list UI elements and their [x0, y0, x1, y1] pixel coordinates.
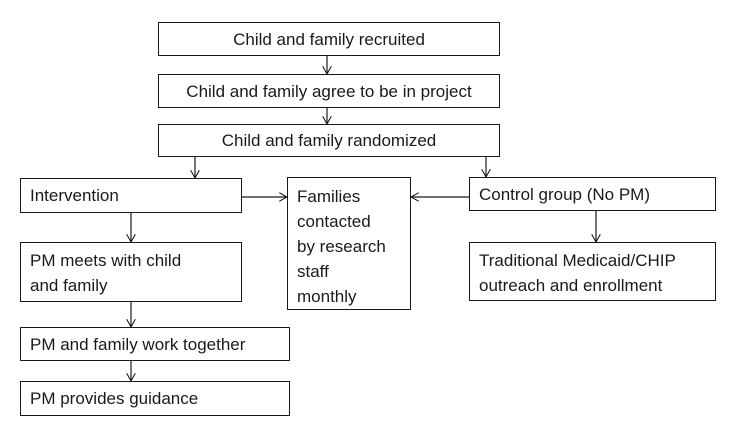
randomized-box: Child and family randomized [158, 124, 500, 157]
recruited-box: Child and family recruited [158, 22, 500, 56]
recruited-label: Child and family recruited [233, 29, 425, 49]
pm-meets-line-1: PM meets with child [30, 251, 182, 270]
pm-guidance-label: PM provides guidance [30, 389, 199, 408]
families-contacted-line-1: Families [297, 187, 361, 206]
randomized-label: Child and family randomized [221, 131, 437, 150]
control-group-box: Control group (No PM) [469, 177, 716, 211]
pm-work-together-label: PM and family work together [30, 334, 246, 354]
pm-meets-box: PM meets with child and family [20, 242, 242, 302]
families-contacted-box: Families contacted by research staff mon… [287, 177, 411, 310]
pm-guidance-box: PM provides guidance [20, 381, 290, 416]
traditional-line-1: Traditional Medicaid/CHIP [479, 251, 676, 270]
families-contacted-line-4: staff [297, 262, 329, 281]
traditional-outreach-box: Traditional Medicaid/CHIP outreach and e… [469, 242, 716, 301]
intervention-box: Intervention [20, 178, 242, 213]
traditional-line-2: outreach and enrollment [479, 276, 663, 295]
control-group-label: Control group (No PM) [479, 184, 651, 204]
intervention-label: Intervention [30, 186, 119, 205]
agree-label: Child and family agree to be in project [186, 81, 472, 101]
families-contacted-line-3: by research [297, 237, 386, 256]
pm-meets-line-2: and family [30, 276, 108, 295]
families-contacted-line-2: contacted [297, 212, 371, 231]
families-contacted-line-5: monthly [297, 287, 357, 306]
agree-box: Child and family agree to be in project [158, 74, 500, 108]
pm-work-together-box: PM and family work together [20, 327, 290, 361]
